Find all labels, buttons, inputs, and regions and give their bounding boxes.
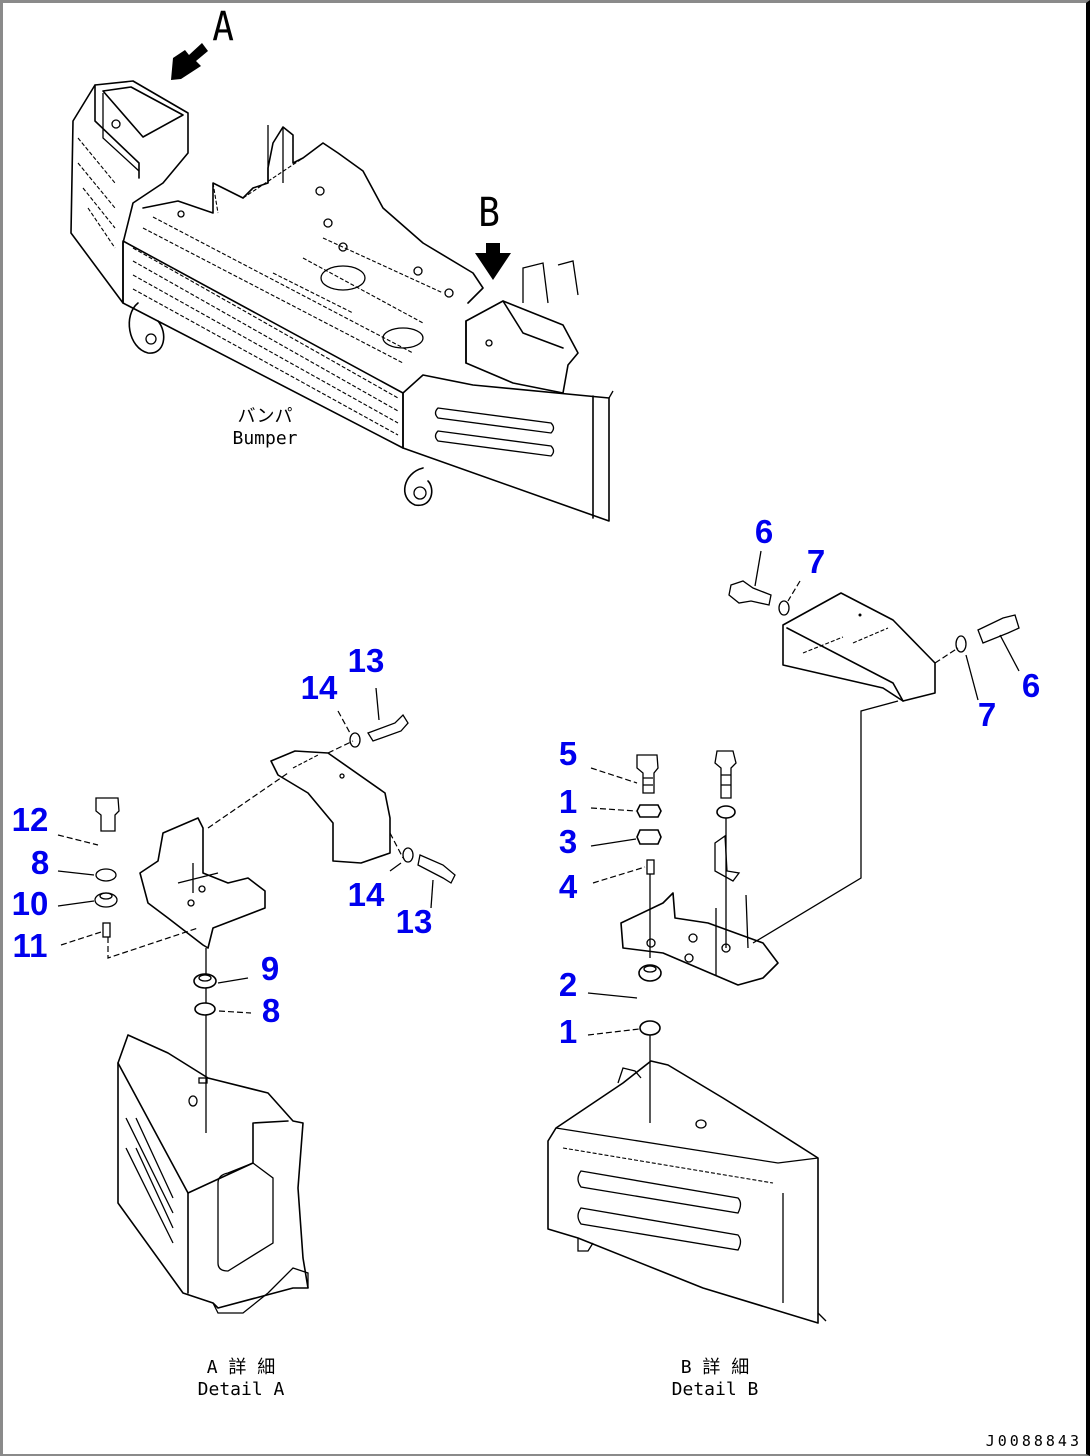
document-id: J0088843 [985,1432,1082,1450]
bumper-label-en: Bumper [232,428,298,449]
callout-part-8[interactable]: 8 [261,992,281,1029]
callout-part-1[interactable]: 1 [558,1013,578,1050]
callout-leaders [57,550,1020,1036]
callout-part-2[interactable]: 2 [558,966,578,1003]
callout-part-14[interactable]: 14 [347,876,385,913]
callout-part-7[interactable]: 7 [977,696,997,733]
callout-part-8[interactable]: 8 [30,844,50,881]
detail-b-label-en: Detail B [671,1379,759,1400]
callout-part-10[interactable]: 10 [11,885,49,922]
view-b-arrow-icon [475,243,511,280]
detail-a-label-en: Detail A [197,1379,285,1400]
bumper-label-jp: バンパ [237,406,293,427]
callout-part-9[interactable]: 9 [260,950,280,987]
callout-part-5[interactable]: 5 [558,735,578,772]
bumper-assembly [70,80,614,522]
callout-part-6[interactable]: 6 [754,513,774,550]
view-letter-a: A [212,4,234,50]
callout-part-13[interactable]: 13 [395,903,433,940]
detail-a-drawing [94,713,456,1314]
callout-part-12[interactable]: 12 [11,801,49,838]
detail-b-drawing [547,580,1020,1324]
detail-a-caption: A 詳 細 Detail A [198,1357,285,1401]
callout-part-7[interactable]: 7 [806,543,826,580]
view-letter-b: B [478,190,500,236]
callout-part-14[interactable]: 14 [300,669,338,706]
callout-part-4[interactable]: 4 [558,868,578,905]
view-a-arrow-icon [171,43,208,80]
bumper-caption: バンパ Bumper [232,406,297,450]
detail-b-label-jp: B 詳 細 [680,1357,750,1378]
detail-a-label-jp: A 詳 細 [206,1357,276,1378]
callout-part-13[interactable]: 13 [347,642,385,679]
callout-part-6[interactable]: 6 [1021,667,1041,704]
callout-part-1[interactable]: 1 [558,783,578,820]
exploded-parts-drawing [57,43,1020,1324]
detail-b-caption: B 詳 細 Detail B [672,1357,759,1401]
callout-part-3[interactable]: 3 [558,823,578,860]
callout-part-11[interactable]: 11 [12,927,48,964]
